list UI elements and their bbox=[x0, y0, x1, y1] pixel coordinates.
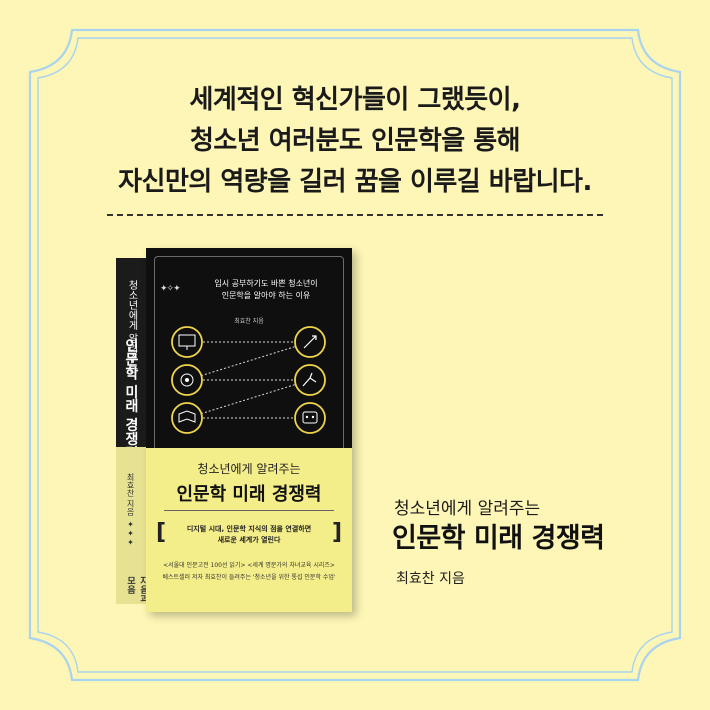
quote-line-3: 자신만의 역량을 길러 꿈을 이루길 바랍니다. bbox=[118, 167, 592, 197]
quote-line-1: 세계적인 혁신가들이 그랬듯이, bbox=[189, 85, 521, 115]
cover-author: 최효찬 지음 bbox=[234, 318, 264, 325]
cover-subtitle-line-2: 인문학을 알아야 하는 이유 bbox=[221, 291, 311, 300]
cover-stars: ✦✧✦ bbox=[160, 284, 181, 294]
book-monitor-icon bbox=[171, 326, 203, 358]
spine-stars: ✦✦✦ bbox=[126, 520, 135, 547]
cover-subtitle-line-1: 입시 공부하기도 바쁜 청소년이 bbox=[214, 279, 318, 288]
cover-subtitle: 입시 공부하기도 바쁜 청소년이 인문학을 알아야 하는 이유 bbox=[202, 278, 330, 302]
cover-tagline-2: 베스트셀러 저자 최효찬이 들려주는 '청소년을 위한 통섭 인문학 수업' bbox=[162, 574, 336, 581]
spine-subtitle: 청소년에게 알려주는 bbox=[126, 280, 137, 374]
cover-tagline-1: <서울대 인문고전 100선 읽기> <세계 명문가의 자녀교육 시리즈> bbox=[163, 562, 335, 569]
cover-divider bbox=[164, 510, 334, 511]
robot-icon bbox=[294, 402, 326, 434]
connector-lines bbox=[186, 341, 311, 419]
rocket-icon bbox=[294, 326, 326, 358]
cover-yellow-subtitle: 청소년에게 알려주는 bbox=[197, 462, 301, 476]
cover-yellow-band: 청소년에게 알려주는 인문학 미래 경쟁력 [ ] 디지털 시대, 인문학 지식… bbox=[146, 448, 352, 612]
spine-author: 최효찬 지음 bbox=[126, 473, 135, 516]
spine-title: 인문학 미래 경쟁력 bbox=[123, 338, 139, 460]
book-title: 인문학 미래 경쟁력 bbox=[392, 523, 605, 554]
quote-line-2: 청소년 여러분도 인문학을 통해 bbox=[189, 126, 521, 156]
quote-text: 세계적인 혁신가들이 그랬듯이, 청소년 여러분도 인문학을 통해 자신만의 역… bbox=[40, 80, 670, 203]
dashed-divider bbox=[107, 214, 603, 216]
brain-network-icon bbox=[171, 364, 203, 396]
book-image: 청소년에게 알려주는 인문학 미래 경쟁력 최효찬 지음 ✦✦✦ 자음과모음 ✦… bbox=[116, 248, 352, 612]
left-bracket: [ bbox=[156, 520, 167, 545]
robot-arm-icon bbox=[294, 364, 326, 396]
book-spine: 청소년에게 알려주는 인문학 미래 경쟁력 최효찬 지음 ✦✦✦ 자음과모음 bbox=[116, 258, 148, 604]
right-bracket: ] bbox=[331, 520, 342, 545]
cover-illustration bbox=[171, 326, 326, 434]
spine-publisher: 자음과모음 bbox=[125, 576, 148, 603]
spine-lower-band bbox=[116, 447, 146, 604]
cover-yellow-title: 인문학 미래 경쟁력 bbox=[176, 484, 322, 505]
book-cover: ✦✧✦ 입시 공부하기도 바쁜 청소년이 인문학을 알아야 하는 이유 최효찬 … bbox=[146, 248, 352, 612]
cover-description-line-1: 디지털 시대, 인문학 지식의 점을 연결하면 bbox=[186, 525, 312, 533]
idea-book-icon bbox=[171, 402, 203, 434]
book-author: 최효찬 지음 bbox=[396, 571, 465, 587]
cover-description-line-2: 새로운 세계가 열린다 bbox=[217, 536, 281, 544]
cover-description: 디지털 시대, 인문학 지식의 점을 연결하면 새로운 세계가 열린다 bbox=[174, 524, 324, 546]
book-subtitle: 청소년에게 알려주는 bbox=[394, 499, 541, 519]
